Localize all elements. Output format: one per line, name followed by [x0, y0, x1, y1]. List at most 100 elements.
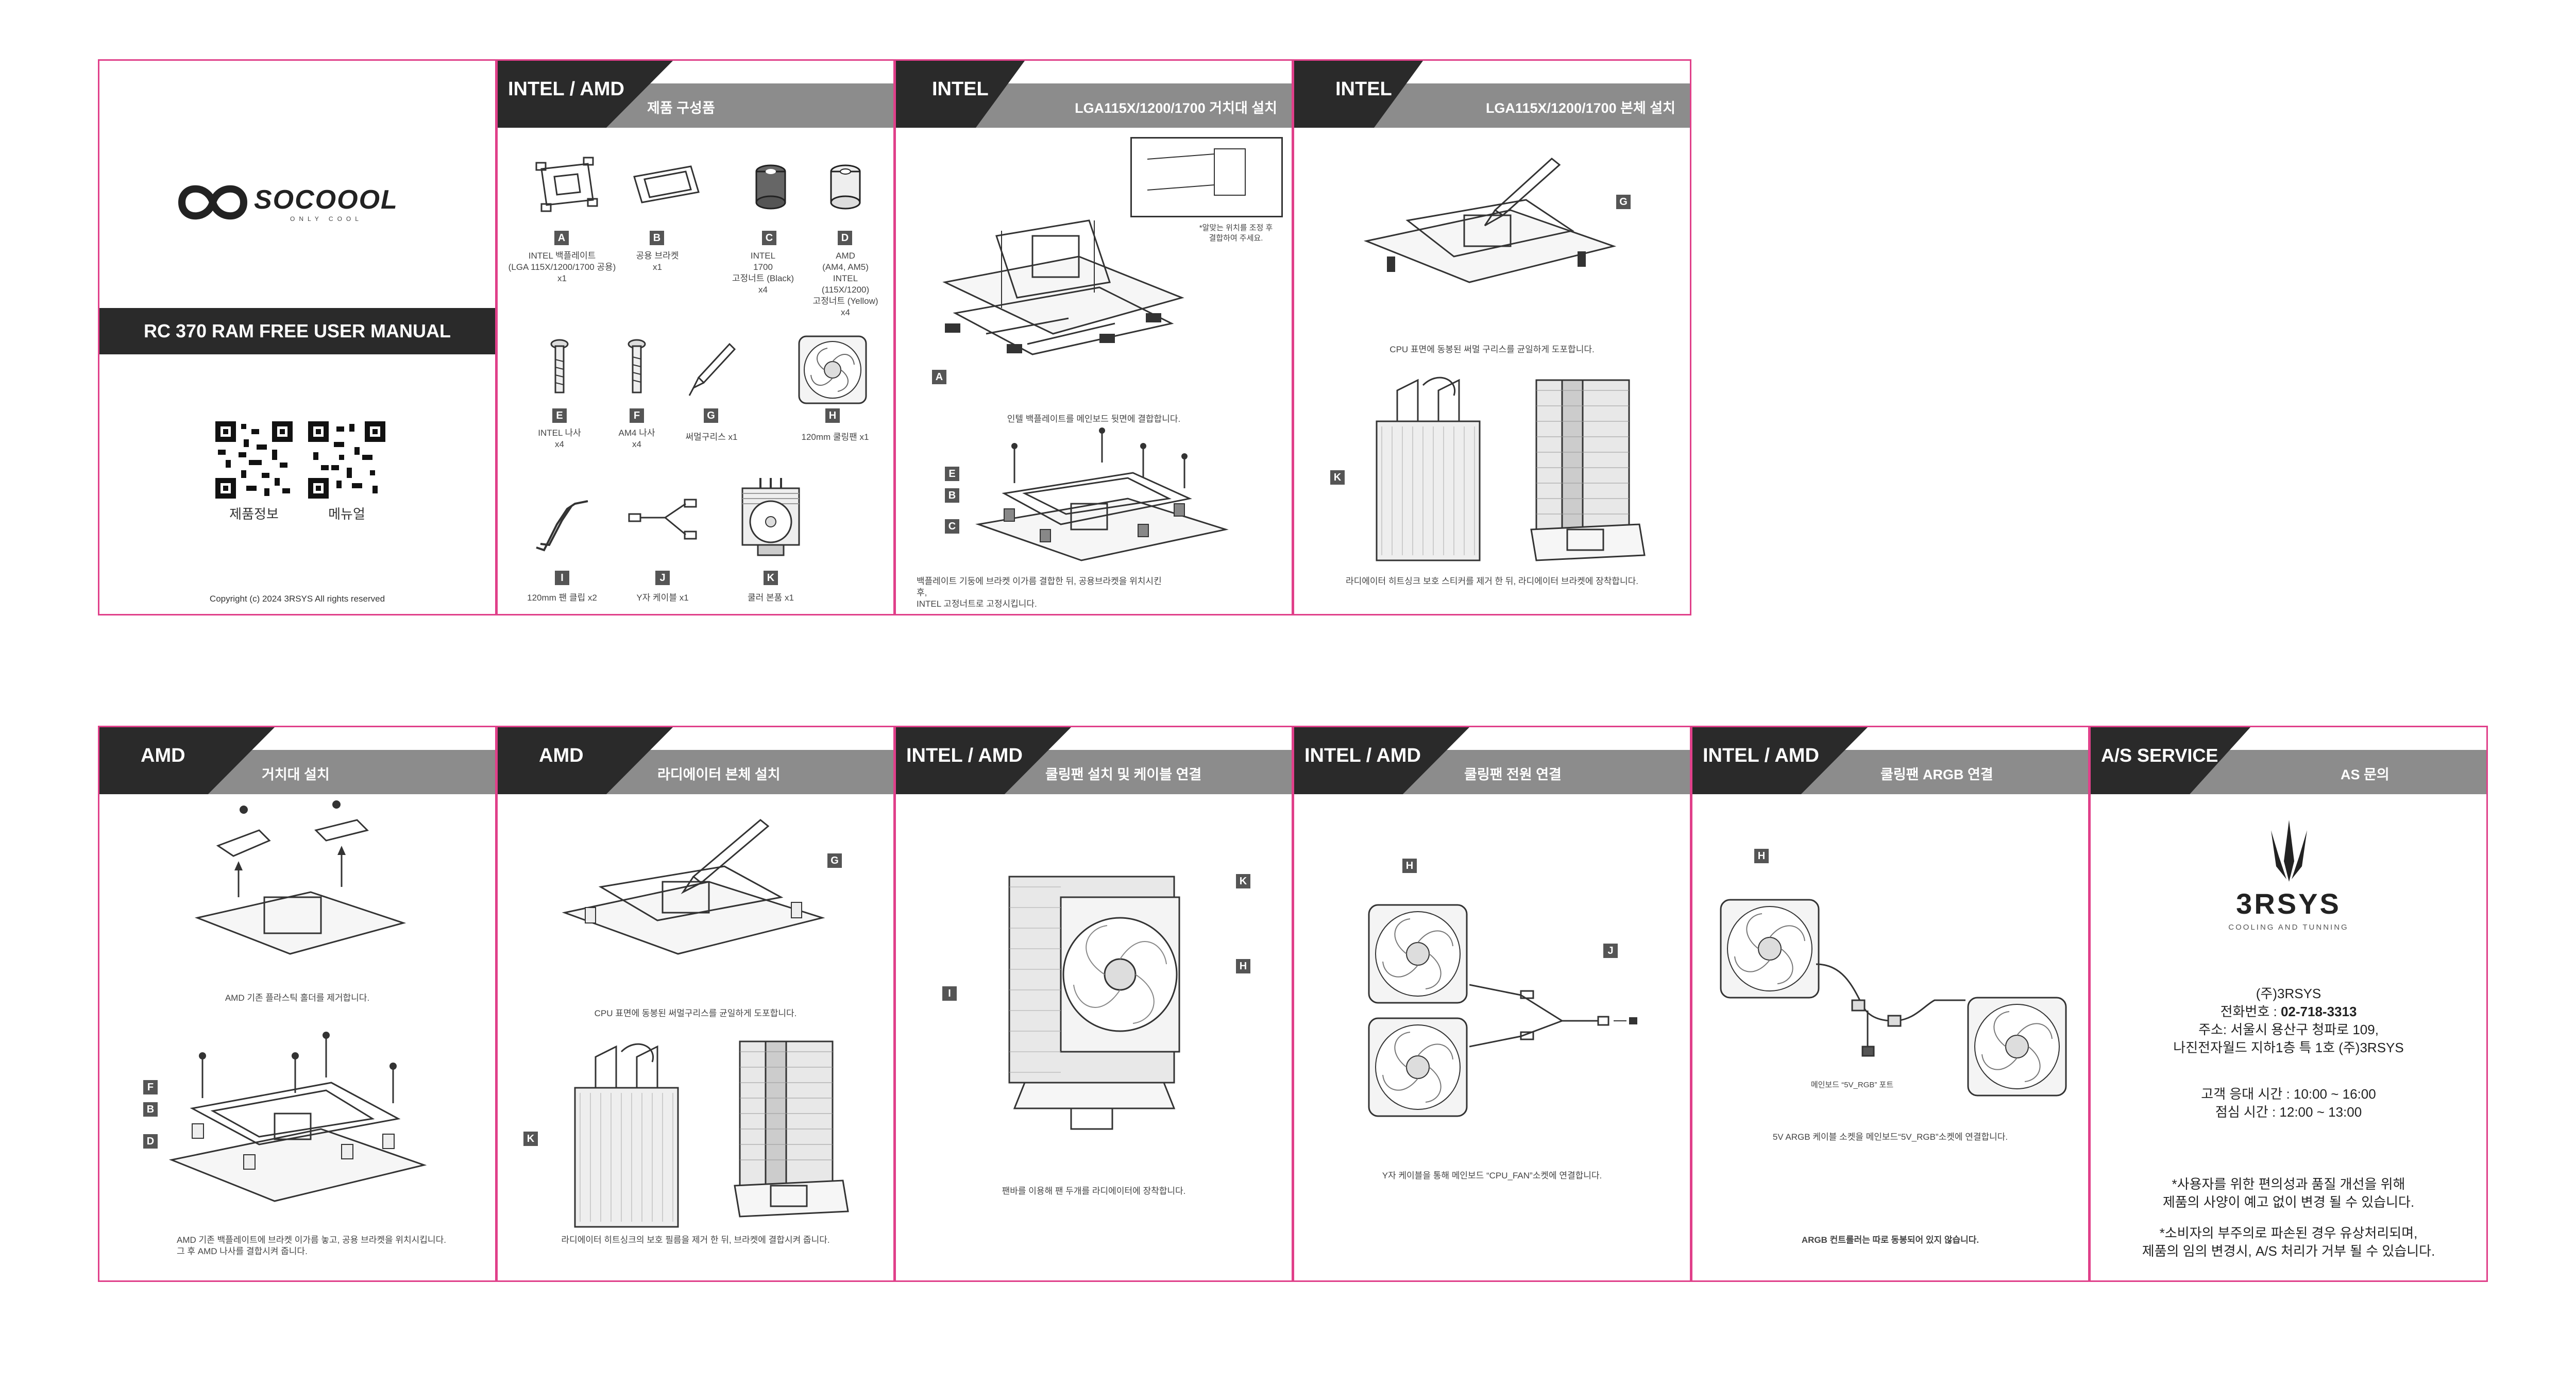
caption-1: AMD 기존 플라스틱 홀더를 제거합니다. [225, 993, 370, 1003]
label-d: D [838, 231, 852, 245]
panel-title: 제품 구성품 [647, 100, 715, 116]
label-j: J [1603, 944, 1618, 958]
brand-name: SOCOOOL [254, 185, 398, 215]
caption-2: AMD 기존 백플레이트에 브라켓 이가름 놓고, 공용 브라켓을 위치시킵니다… [177, 1235, 446, 1257]
panel-title: AS 문의 [2341, 767, 2389, 782]
panel-intel-bracket: INTEL LGA115X/1200/1700 거치대 설치 *알맞는 위치를 … [894, 59, 1293, 615]
panel-title: 쿨링팬 전원 연결 [1464, 767, 1562, 782]
cooler-fan-illustration [994, 866, 1190, 1134]
label-h: H [1754, 849, 1769, 863]
fan-right-illustration [1965, 995, 2069, 1098]
caption-i: 120mm 팬 클립 x2 [527, 593, 597, 603]
phone-number[interactable]: 02-718-3313 [2280, 1004, 2357, 1020]
panel-title: LGA115X/1200/1700 거치대 설치 [1075, 100, 1277, 116]
panel-tag: INTEL / AMD [906, 745, 1023, 766]
panel-header: INTEL / AMD 쿨링팬 전원 연결 [1294, 727, 1690, 794]
caption-a: INTEL 백플레이트 (LGA 115X/1200/1700 공용) x1 [508, 251, 616, 284]
label-c: C [762, 231, 776, 245]
panel-header: INTEL LGA115X/1200/1700 본체 설치 [1294, 61, 1690, 128]
caption-2: ARGB 컨트롤러는 따로 동봉되어 있지 않습니다. [1801, 1235, 1979, 1245]
notice-block-2: *소비자의 부주의로 파손된 경우 유상처리되며, 제품의 임의 변경시, A/… [2091, 1224, 2486, 1260]
heatsink-film-illustration [1366, 370, 1495, 566]
address-line-1: 주소: 서울시 용산구 청파로 109, [2198, 1022, 2379, 1038]
caption-k: 쿨러 본품 x1 [748, 593, 794, 603]
contact-block: (주)3RSYS 전화번호 : 02-718-3313 주소: 서울시 용산구 … [2091, 985, 2486, 1057]
caption-c: INTEL 1700 고정너트 (Black) x4 [732, 251, 794, 295]
panel-tag: INTEL [1335, 78, 1392, 100]
caption-2: 라디에이터 히트싱크 보호 스티커를 제거 한 뒤, 라디에이터 브라켓에 장착… [1345, 576, 1639, 586]
label-b: B [945, 488, 959, 503]
heatsink-mounted-illustration [724, 1031, 853, 1232]
address-line-2: 나진전자월드 지하1층 특 1호 (주)3RSYS [2173, 1040, 2404, 1056]
bracket-illustration [624, 151, 706, 218]
cooler-illustration [730, 473, 812, 566]
caption-1: Y자 케이블을 통해 메인보드 “CPU_FAN”소켓에 연결합니다. [1382, 1171, 1602, 1180]
panel-tag: INTEL / AMD [1703, 745, 1819, 766]
fan-clip-illustration [526, 488, 598, 560]
bracket-install-illustration [958, 426, 1246, 596]
panel-header: AMD 라디에이터 본체 설치 [498, 727, 893, 794]
company-name: (주)3RSYS [2256, 986, 2321, 1001]
screw-am4-illustration [626, 339, 647, 396]
label-i: I [942, 986, 957, 1001]
qr-label-manual: 메뉴얼 [328, 506, 365, 522]
hours-support: 고객 응대 시간 : 10:00 ~ 16:00 [2201, 1086, 2376, 1102]
port-label: 메인보드 “5V_RGB” 포트 [1810, 1081, 1894, 1089]
remove-holder-illustration [187, 799, 414, 969]
paste-apply-illustration [1356, 153, 1624, 323]
caption-h: 120mm 쿨링팬 x1 [801, 432, 869, 442]
panel-header: INTEL / AMD 쿨링팬 ARGB 연결 [1692, 727, 2088, 794]
caption-1: CPU 표면에 동봉된 써멀구리스를 균일하게 도포합니다. [594, 1008, 797, 1018]
caption-1: 5V ARGB 케이블 소켓을 메인보드“5V_RGB”소켓에 연결합니다. [1772, 1132, 2008, 1142]
caption-d: AMD (AM4, AM5) INTEL (115X/1200) 고정너트 (Y… [812, 251, 878, 318]
copyright: Copyright (c) 2024 3RSYS All rights rese… [209, 594, 385, 604]
inset-note: *알맞는 위치를 조정 후 결합하여 주세요. [1199, 224, 1273, 243]
caption-b: 공용 브라켓 x1 [636, 251, 679, 272]
label-i: I [555, 571, 569, 585]
fan-top-illustration [1366, 902, 1469, 1005]
caption-2: 백플레이트 기둥에 브라켓 이가름 결합한 뒤, 공용브라켓을 위치시킨 후, … [917, 576, 1162, 609]
y-cable-illustration [624, 488, 701, 560]
panel-amd-bracket: AMD 거치대 설치 AMD 기존 플라스틱 홀더를 제거합니다. F B D … [98, 726, 497, 1282]
y-cable-illustration [1469, 944, 1645, 1077]
label-e: E [552, 408, 567, 423]
argb-cable-illustration [1811, 944, 1976, 1067]
caption-j: Y자 케이블 x1 [636, 593, 689, 603]
label-e: E [945, 467, 959, 481]
caption-f: AM4 나사 x4 [618, 428, 655, 450]
brand-slogan: ONLY COOL [290, 215, 363, 223]
panel-components: INTEL / AMD 제품 구성품 A B C D INTEL 백플레이트 (… [496, 59, 895, 615]
label-h: H [1236, 959, 1250, 973]
panel-header: AMD 거치대 설치 [99, 727, 495, 794]
label-k: K [1236, 874, 1250, 888]
panel-tag: INTEL / AMD [508, 78, 624, 100]
nut-yellow-illustration [827, 161, 863, 213]
brand-logo-icon [172, 174, 254, 231]
label-k: K [523, 1132, 538, 1146]
label-c: C [945, 519, 959, 534]
panel-tag: AMD [141, 745, 185, 766]
label-b: B [143, 1102, 158, 1117]
label-g: G [704, 408, 718, 423]
3rsys-logo-icon [2258, 815, 2320, 887]
panel-amd-radiator: AMD 라디에이터 본체 설치 G CPU 표면에 동봉된 써멀구리스를 균일하… [496, 726, 895, 1282]
caption-e: INTEL 나사 x4 [538, 428, 581, 450]
panel-as-service: A/S SERVICE AS 문의 3RSYS COOLING AND TUNN… [2089, 726, 2488, 1282]
panel-title: 쿨링팬 ARGB 연결 [1880, 767, 1993, 782]
panel-fan-install: INTEL / AMD 쿨링팬 설치 및 케이블 연결 K H I 팬바를 이용… [894, 726, 1293, 1282]
panel-tag: INTEL [932, 78, 989, 100]
qr-code-manual[interactable] [308, 421, 385, 499]
panel-tag: A/S SERVICE [2101, 745, 2218, 766]
amd-bracket-illustration [156, 1026, 445, 1222]
label-b: B [650, 231, 664, 245]
panel-fan-power: INTEL / AMD 쿨링팬 전원 연결 H J Y자 케이블을 통해 메인보… [1293, 726, 1691, 1282]
panel-title: LGA115X/1200/1700 본체 설치 [1485, 100, 1675, 116]
qr-code-product[interactable] [215, 421, 293, 499]
panel-tag: INTEL / AMD [1304, 745, 1421, 766]
panel-argb: INTEL / AMD 쿨링팬 ARGB 연결 H 메인보드 “5V_RGB” … [1691, 726, 2090, 1282]
label-j: J [655, 571, 670, 585]
notice-2a: *소비자의 부주의로 파손된 경우 유상처리되며, [2159, 1225, 2418, 1241]
label-h: H [825, 408, 840, 423]
paste-apply-illustration [554, 810, 833, 985]
label-a: A [554, 231, 569, 245]
